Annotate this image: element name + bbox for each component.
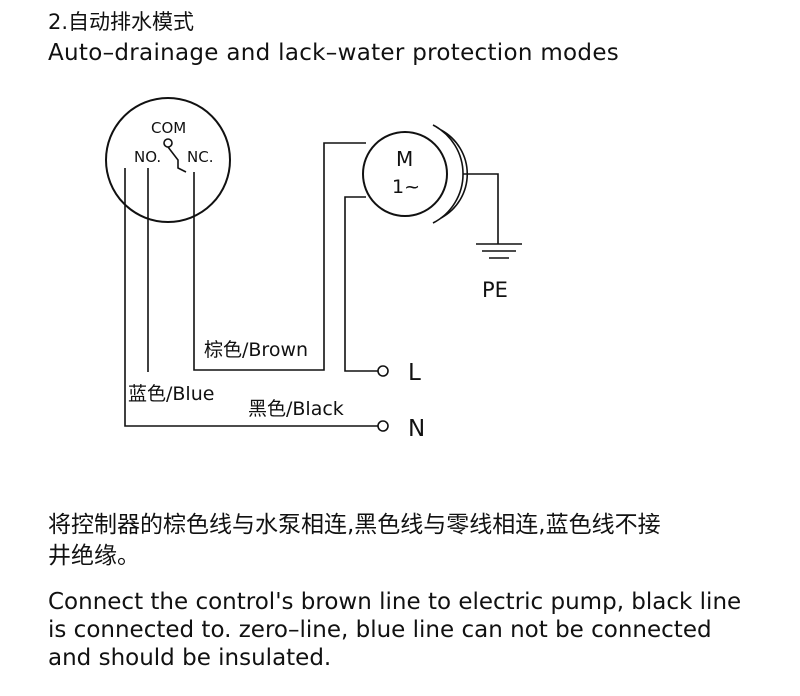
motor-label-m: M [396,147,413,171]
ground-label-pe: PE [482,278,508,302]
description-english-line-1: Connect the control's brown line to elec… [48,589,742,615]
switch-no-label: NO. [134,148,161,166]
description-chinese-line-1: 将控制器的棕色线与水泵相连,黑色线与零线相连,蓝色线不接 [48,512,661,538]
blue-wire-label: 蓝色/Blue [128,383,214,405]
brown-wire [193,142,366,371]
terminal-n-circle [377,420,389,432]
ground-wire [463,173,499,244]
section-heading-english: Auto–drainage and lack–water protection … [48,40,620,66]
description-chinese-line-2: 井绝缘。 [48,543,140,569]
description-english-line-2: is connected to. zero–line, blue line ca… [48,617,712,643]
motor-label-phase: 1~ [392,176,420,198]
terminal-n-label: N [408,416,425,442]
terminal-l-label: L [408,360,421,386]
switch-com-label: COM [151,119,186,137]
description-english-line-3: and should be insulated. [48,645,332,671]
switch-nc-label: NC. [187,148,213,166]
description-chinese: 将控制器的棕色线与水泵相连,黑色线与零线相连,蓝色线不接 井绝缘。 [48,510,661,572]
terminal-l-circle [377,365,389,377]
l-wire [344,196,378,372]
motor-circle [362,131,448,217]
motor-housing-arc [432,124,464,224]
switch-contact-arm [167,146,187,173]
section-heading-chinese: 2.自动排水模式 [48,10,195,34]
brown-wire-label: 棕色/Brown [204,339,308,361]
float-switch-circle [105,97,231,223]
description-english: Connect the control's brown line to elec… [48,588,741,672]
black-wire-label: 黑色/Black [248,398,344,420]
wiring-diagram: COM NO. NC. M 1~ PE L N 棕色/Brown 蓝色/Blue… [105,97,522,442]
switch-com-terminal [163,138,173,148]
black-wire [124,168,378,427]
